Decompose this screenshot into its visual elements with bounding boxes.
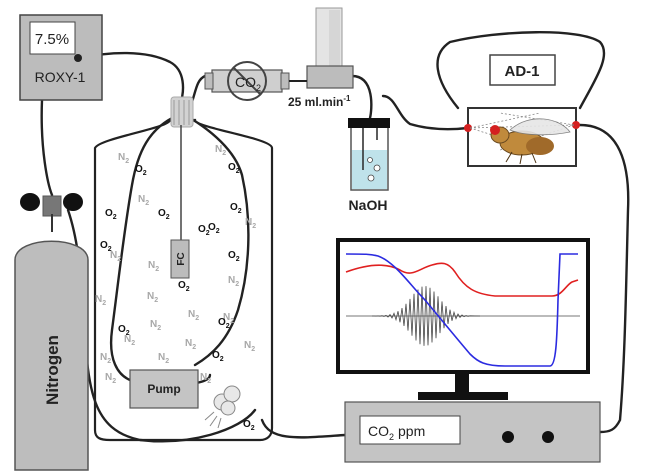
tube-ad-to-analyzer (578, 123, 630, 434)
pump-label: Pump (147, 382, 180, 396)
monitor (336, 238, 590, 400)
o2-label: O2 (212, 350, 224, 363)
naoh-label: NaOH (349, 197, 388, 213)
tube-naoh-to-ad (381, 94, 470, 131)
chamber-bag (93, 118, 274, 442)
n2-label: N2 (110, 250, 121, 263)
roxy-display: 7.5% (35, 31, 69, 48)
tube-flow-to-naoh (350, 74, 373, 120)
o2-label: O2 (198, 224, 210, 237)
o2-label: O2 (218, 317, 230, 330)
tube-bag-inner-left (109, 116, 174, 382)
n2-label: N2 (118, 152, 129, 165)
pump: Pump (129, 369, 199, 409)
nitrogen-cylinder: Nitrogen (14, 193, 89, 471)
n2-label: N2 (147, 291, 158, 304)
n2-label: N2 (223, 312, 234, 325)
ad-label: AD-1 (504, 63, 539, 80)
fc-probe: FC (170, 125, 190, 279)
n2-label: N2 (158, 352, 169, 365)
n2-label: N2 (215, 144, 226, 157)
co2-scrubber: CO2 (204, 61, 290, 101)
chamber-port (170, 96, 194, 128)
roxy-label: ROXY-1 (35, 69, 86, 85)
tube-ad-loop (436, 31, 606, 110)
o2-label: O2 (208, 222, 220, 235)
flow-label: 25 ml.min-1 (288, 94, 351, 109)
analyzer-button-2[interactable] (542, 431, 554, 443)
tube-analyzer-to-bag (260, 418, 347, 439)
n2-label: N2 (105, 372, 116, 385)
o2-label: O2 (105, 208, 117, 221)
n2-label: N2 (148, 260, 159, 273)
o2-label: O2 (228, 250, 240, 263)
n2-label: N2 (188, 309, 199, 322)
roxy-meter: 7.5% ROXY-1 (19, 14, 103, 101)
o2-label: O2 (158, 208, 170, 221)
n2-label: N2 (200, 372, 211, 385)
o2-trace (345, 253, 578, 367)
n2-label: N2 (138, 194, 149, 207)
n2-label: N2 (100, 352, 111, 365)
n2-label: N2 (245, 217, 256, 230)
o2-label: O2 (118, 324, 130, 337)
flow-controller: 25 ml.min-1 (288, 7, 354, 109)
fc-label: FC (176, 252, 187, 265)
tube-bag-inner-right (188, 116, 250, 367)
o2-label: O2 (228, 162, 240, 175)
n2-label: N2 (228, 275, 239, 288)
tube-roxy-to-cylinder (40, 98, 54, 197)
n2-label: N2 (150, 319, 161, 332)
roxy-port (74, 54, 82, 62)
n2-label: N2 (124, 334, 135, 347)
cylinder-label: Nitrogen (43, 335, 62, 405)
naoh-bubbler: NaOH (348, 118, 390, 213)
analyzer-button-1[interactable] (502, 431, 514, 443)
activity-trace (372, 286, 481, 346)
n2-label: N2 (244, 340, 255, 353)
o2-label: O2 (100, 240, 112, 253)
o2-label: O2 (178, 280, 190, 293)
fly-icon (490, 118, 571, 165)
o2-label: O2 (135, 164, 147, 177)
tube-roxy-to-bag (76, 51, 185, 107)
air-puff-icon (204, 385, 241, 429)
o2-label: O2 (243, 419, 255, 432)
n2-label: N2 (185, 338, 196, 351)
o2-label: O2 (230, 202, 242, 215)
co2-label: CO2 (235, 74, 261, 93)
n2-label: N2 (95, 294, 106, 307)
